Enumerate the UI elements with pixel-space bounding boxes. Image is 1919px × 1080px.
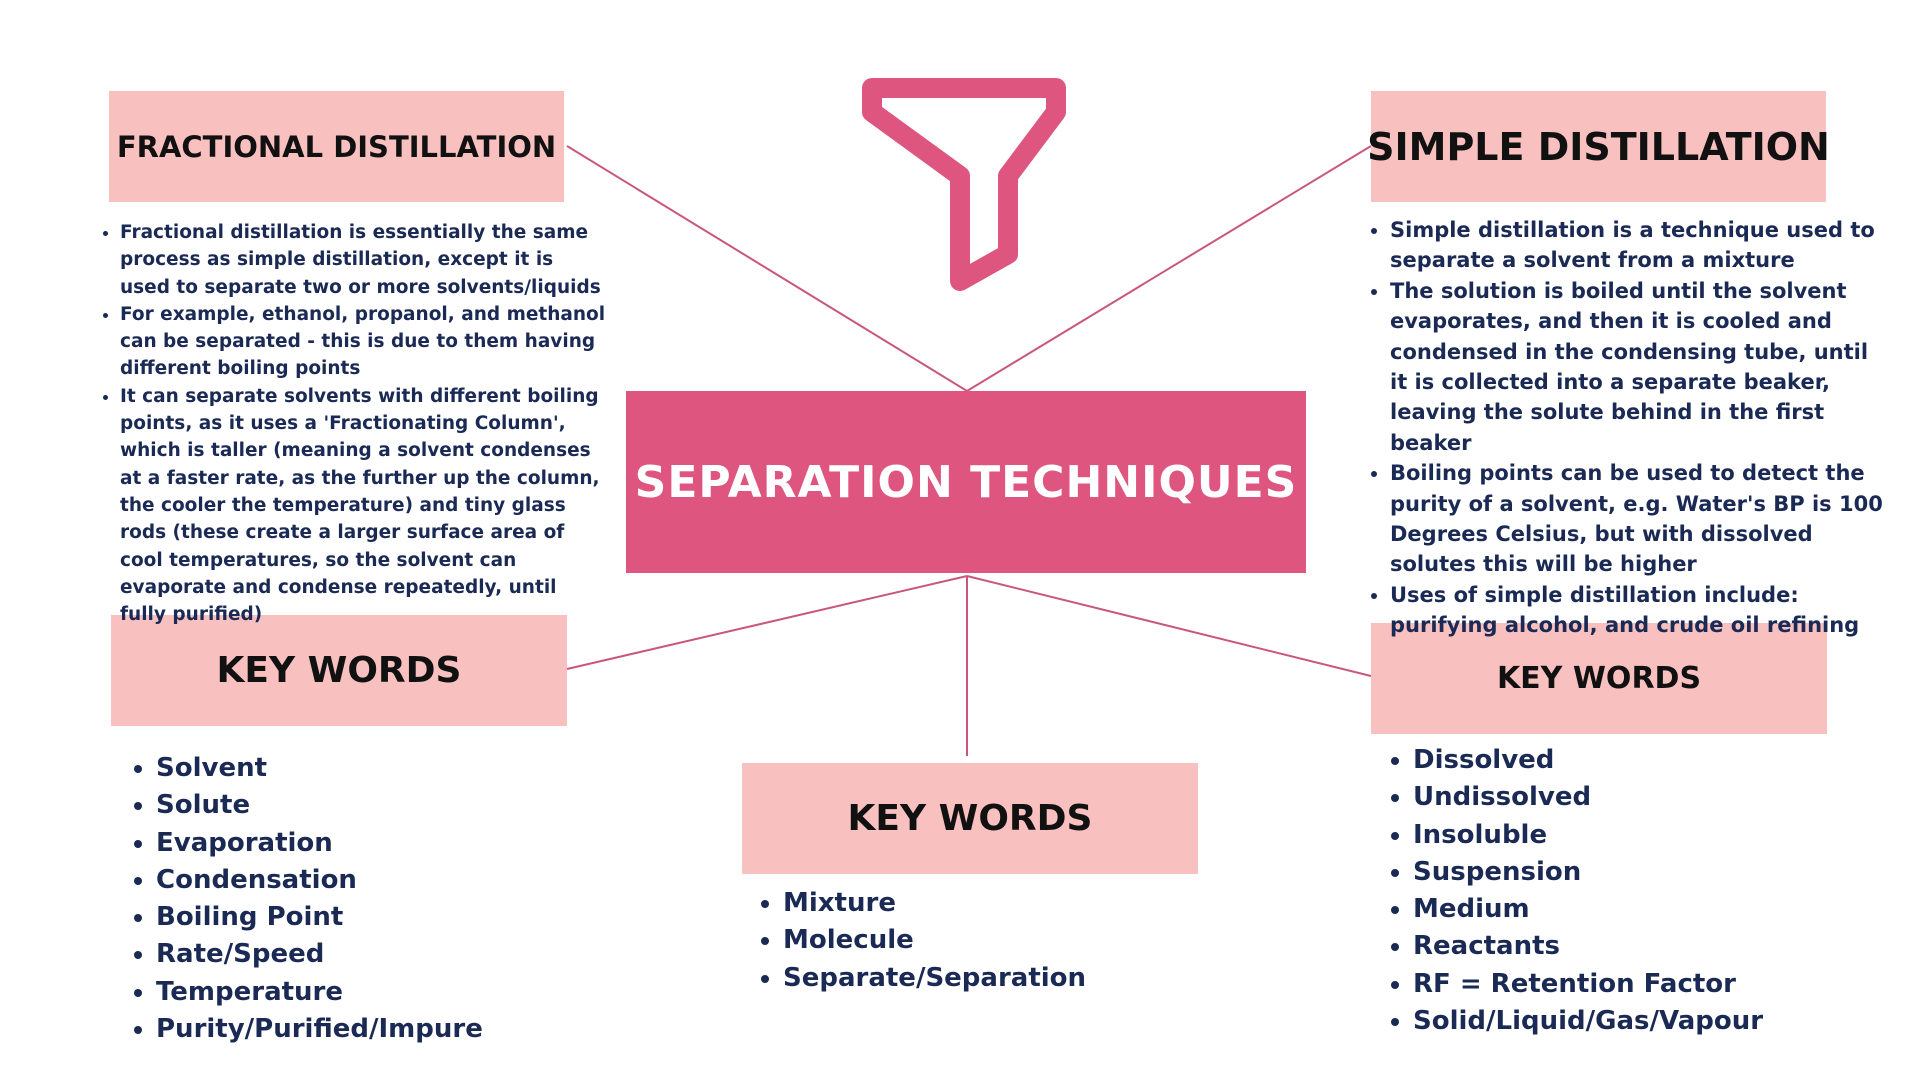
list-item: Reactants (1413, 928, 1787, 965)
funnel-icon (862, 78, 1066, 291)
connector-keywords-right (966, 575, 1372, 677)
list-item: Undissolved (1413, 779, 1787, 816)
list-item: Solid/Liquid/Gas/Vapour (1413, 1003, 1787, 1040)
fractional-distillation-points: Fractional distillation is essentially t… (98, 219, 608, 628)
fractional-distillation-title: FRACTIONAL DISTILLATION (109, 91, 564, 202)
list-item: Solute (156, 787, 550, 824)
list-item: Solvent (156, 750, 550, 787)
list-item: Medium (1413, 891, 1787, 928)
list-item: Boiling Point (156, 899, 550, 936)
keywords-middle-list: Mixture Molecule Separate/Separation (757, 885, 1117, 997)
connector-fractional (566, 145, 968, 392)
list-item: Suspension (1413, 854, 1787, 891)
list-item: Mixture (783, 885, 1117, 922)
connector-keywords-left (566, 575, 968, 670)
connector-simple (966, 145, 1372, 392)
list-item: Rate/Speed (156, 936, 550, 973)
keywords-left-title: KEY WORDS (111, 615, 567, 726)
keywords-middle-title: KEY WORDS (742, 763, 1198, 874)
separation-techniques-title: SEPARATION TECHNIQUES (626, 391, 1306, 573)
list-item: Separate/Separation (783, 960, 1117, 997)
keywords-right-title: KEY WORDS (1371, 623, 1827, 734)
list-item: Temperature (156, 974, 550, 1011)
list-item: Condensation (156, 862, 550, 899)
list-item: Uses of simple distillation include: pur… (1390, 580, 1888, 641)
list-item: Dissolved (1413, 742, 1787, 779)
list-item: Molecule (783, 922, 1117, 959)
list-item: Purity/Purified/Impure (156, 1011, 550, 1048)
keywords-left-list: Solvent Solute Evaporation Condensation … (130, 750, 550, 1048)
list-item: It can separate solvents with different … (120, 383, 608, 629)
list-item: Insoluble (1413, 817, 1787, 854)
list-item: Fractional distillation is essentially t… (120, 219, 608, 301)
list-item: RF = Retention Factor (1413, 966, 1787, 1003)
list-item: Simple distillation is a technique used … (1390, 215, 1888, 276)
list-item: Boiling points can be used to detect the… (1390, 458, 1888, 580)
simple-distillation-points: Simple distillation is a technique used … (1368, 215, 1888, 641)
list-item: The solution is boiled until the solvent… (1390, 276, 1888, 458)
keywords-right-list: Dissolved Undissolved Insoluble Suspensi… (1387, 742, 1787, 1040)
list-item: Evaporation (156, 825, 550, 862)
list-item: For example, ethanol, propanol, and meth… (120, 301, 608, 383)
simple-distillation-title: SIMPLE DISTILLATION (1367, 91, 1830, 202)
